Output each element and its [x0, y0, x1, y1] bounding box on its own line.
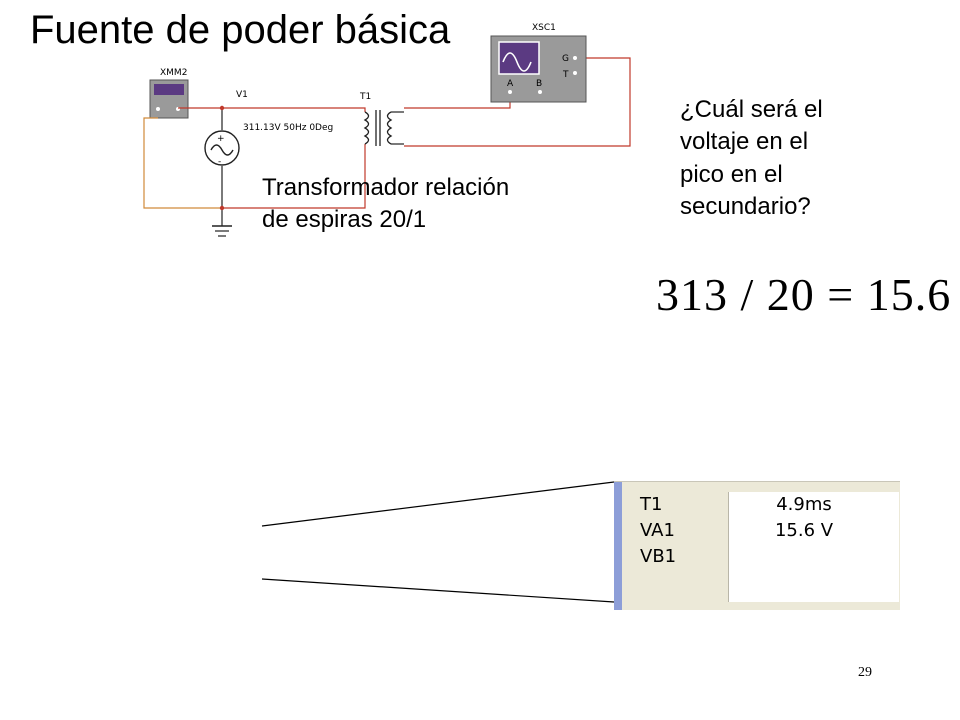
source-label: V1 [236, 90, 248, 100]
description-line: Transformador relación [262, 174, 510, 201]
ground-icon [212, 225, 232, 237]
multimeter-icon [149, 79, 189, 119]
multimeter-label: XMM2 [160, 68, 187, 78]
slide-title: Fuente de poder básica [30, 8, 451, 52]
scope-pin-b: B [536, 79, 542, 89]
scope-pin-a: A [507, 79, 514, 89]
question-line: voltaje en el [680, 128, 809, 156]
measurement-readout-panel: T1 VA1 VB1 4.9ms 15.6 V [614, 481, 900, 610]
question-line: pico en el [680, 160, 783, 188]
page-number: 29 [858, 665, 872, 680]
readout-labels: T1 VA1 VB1 [630, 492, 732, 602]
readout-values: 4.9ms 15.6 V [728, 492, 899, 602]
svg-text:+: + [217, 134, 225, 144]
transformer-label: T1 [359, 92, 371, 102]
ac-source-icon: + - [204, 130, 240, 167]
oscilloscope-icon [490, 35, 587, 103]
scope-pin-t: T [562, 70, 569, 80]
question-text: ¿Cuál será el voltaje en el pico en el s… [680, 94, 930, 224]
svg-text:-: - [218, 157, 221, 167]
description-line: de espiras 20/1 [262, 206, 427, 234]
calculation-equation: 313 / 20 = 15.6 [656, 269, 952, 320]
readout-value-t1: 4.9ms [776, 494, 832, 515]
transformer-icon [363, 110, 404, 146]
readout-left-border [614, 482, 622, 610]
oscilloscope-label: XSC1 [532, 23, 556, 33]
readout-label-va1: VA1 [640, 520, 675, 541]
source-value: 311.13V 50Hz 0Deg [243, 123, 333, 133]
scope-pin-g: G [562, 54, 569, 64]
readout-label-t1: T1 [640, 494, 663, 515]
question-line: secundario? [680, 193, 811, 221]
callout-line-top [261, 481, 615, 527]
readout-value-va1: 15.6 V [774, 520, 834, 541]
transformer-description: Transformador relación de espiras 20/1 [262, 172, 602, 237]
readout-label-vb1: VB1 [640, 546, 677, 567]
callout-line-bottom [261, 578, 615, 603]
question-line: ¿Cuál será el [680, 96, 823, 123]
